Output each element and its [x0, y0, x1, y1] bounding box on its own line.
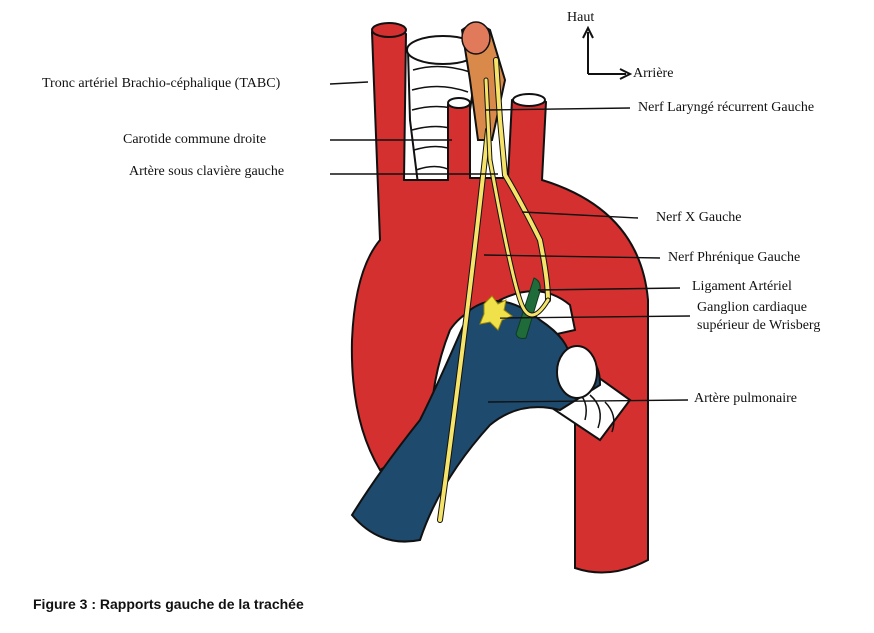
label-nerf-larynge: Nerf Laryngé récurrent Gauche	[638, 100, 815, 115]
label-tabc: Tronc artériel Brachio-céphalique (TABC)	[42, 76, 281, 91]
orientation-back-label: Arrière	[633, 66, 674, 81]
label-nerf-x: Nerf X Gauche	[656, 210, 742, 225]
ligament-arteriosum	[515, 277, 541, 339]
pulmonary-artery	[350, 300, 602, 543]
figure-caption: Figure 3 : Rapports gauche de la trachée	[33, 596, 304, 612]
label-nerf-phrenique: Nerf Phrénique Gauche	[668, 250, 801, 265]
leader-lines	[329, 81, 691, 403]
orientation-axes	[582, 25, 633, 80]
orientation-up-label: Haut	[567, 10, 595, 25]
nerves	[437, 57, 551, 523]
label-ligament: Ligament Artériel	[692, 279, 792, 294]
label-ganglion-2: supérieur de Wrisberg	[697, 318, 821, 333]
label-carotide: Carotide commune droite	[123, 132, 267, 147]
label-pulmonaire: Artère pulmonaire	[694, 391, 798, 406]
label-ganglion-1: Ganglion cardiaque	[697, 300, 808, 315]
label-sous-claviere: Artère sous clavière gauche	[129, 164, 285, 179]
